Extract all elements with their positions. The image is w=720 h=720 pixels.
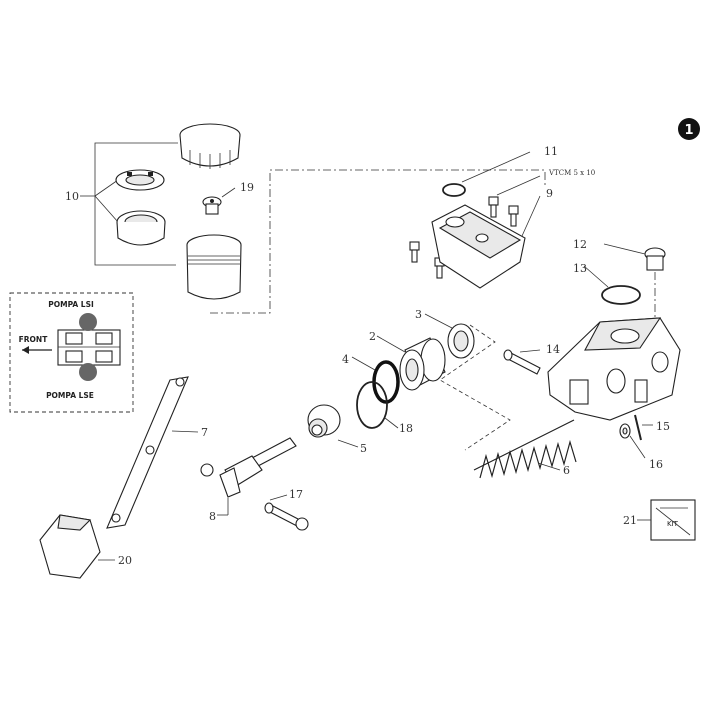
- pad-20: [39, 514, 115, 579]
- callout-18: 18: [399, 422, 413, 435]
- callout-13: 13: [573, 262, 587, 275]
- spring-6: [473, 419, 577, 479]
- screw-note: VTCM 5 x 10: [548, 169, 595, 177]
- callout-12: 12: [573, 238, 587, 251]
- callout-21: 21: [623, 514, 637, 527]
- pin-15: [634, 414, 653, 441]
- pump-bottom-label: POMPA LSE: [46, 391, 94, 400]
- lever-7: [106, 376, 199, 529]
- circlip-18: [356, 381, 399, 429]
- callout-16: 16: [649, 458, 663, 471]
- pin-17: [264, 494, 309, 531]
- pin-14: [503, 349, 541, 375]
- callout-9: 9: [546, 187, 553, 200]
- bleed-cap-12: [603, 243, 666, 271]
- pump-body: [547, 317, 681, 421]
- callout-5: 5: [360, 442, 367, 455]
- page-badge: 1: [678, 118, 700, 140]
- piston-2: [376, 335, 446, 391]
- callout-8: 8: [209, 510, 216, 523]
- callout-17: 17: [289, 488, 303, 501]
- seal-3: [424, 313, 475, 359]
- callout-14: 14: [546, 343, 560, 356]
- callout-15: 15: [656, 420, 670, 433]
- screw-19: [202, 187, 236, 215]
- callout-20: 20: [118, 554, 132, 567]
- callout-6: 6: [563, 464, 570, 477]
- reservoir-cap: [179, 123, 241, 169]
- pump-top-label: POMPA LSI: [48, 300, 94, 309]
- washer-16: [619, 423, 646, 459]
- callout-7: 7: [201, 426, 208, 439]
- callout-4: 4: [342, 353, 349, 366]
- cover-9: [431, 195, 541, 289]
- callout-2: 2: [369, 330, 376, 343]
- o-ring-13: [583, 265, 641, 305]
- o-ring-11: [442, 151, 531, 197]
- page-badge-number: 1: [684, 123, 693, 138]
- callout-3: 3: [415, 308, 422, 321]
- float-plate: [116, 210, 166, 246]
- diaphragm-ring: [115, 169, 165, 191]
- group-10-bracket: [80, 142, 178, 266]
- front-direction-label: FRONT: [19, 335, 49, 344]
- reservoir-hose-path: [210, 169, 546, 314]
- boot-5: [307, 404, 359, 448]
- callout-10: 10: [65, 190, 79, 203]
- kit-label: KIT: [667, 520, 679, 528]
- kit-21: [637, 499, 696, 541]
- callout-19: 19: [240, 181, 254, 194]
- pushrod-8: [200, 437, 297, 516]
- reservoir-body: [186, 234, 242, 300]
- pump-selection-box: [9, 292, 134, 413]
- callout-11: 11: [544, 145, 558, 158]
